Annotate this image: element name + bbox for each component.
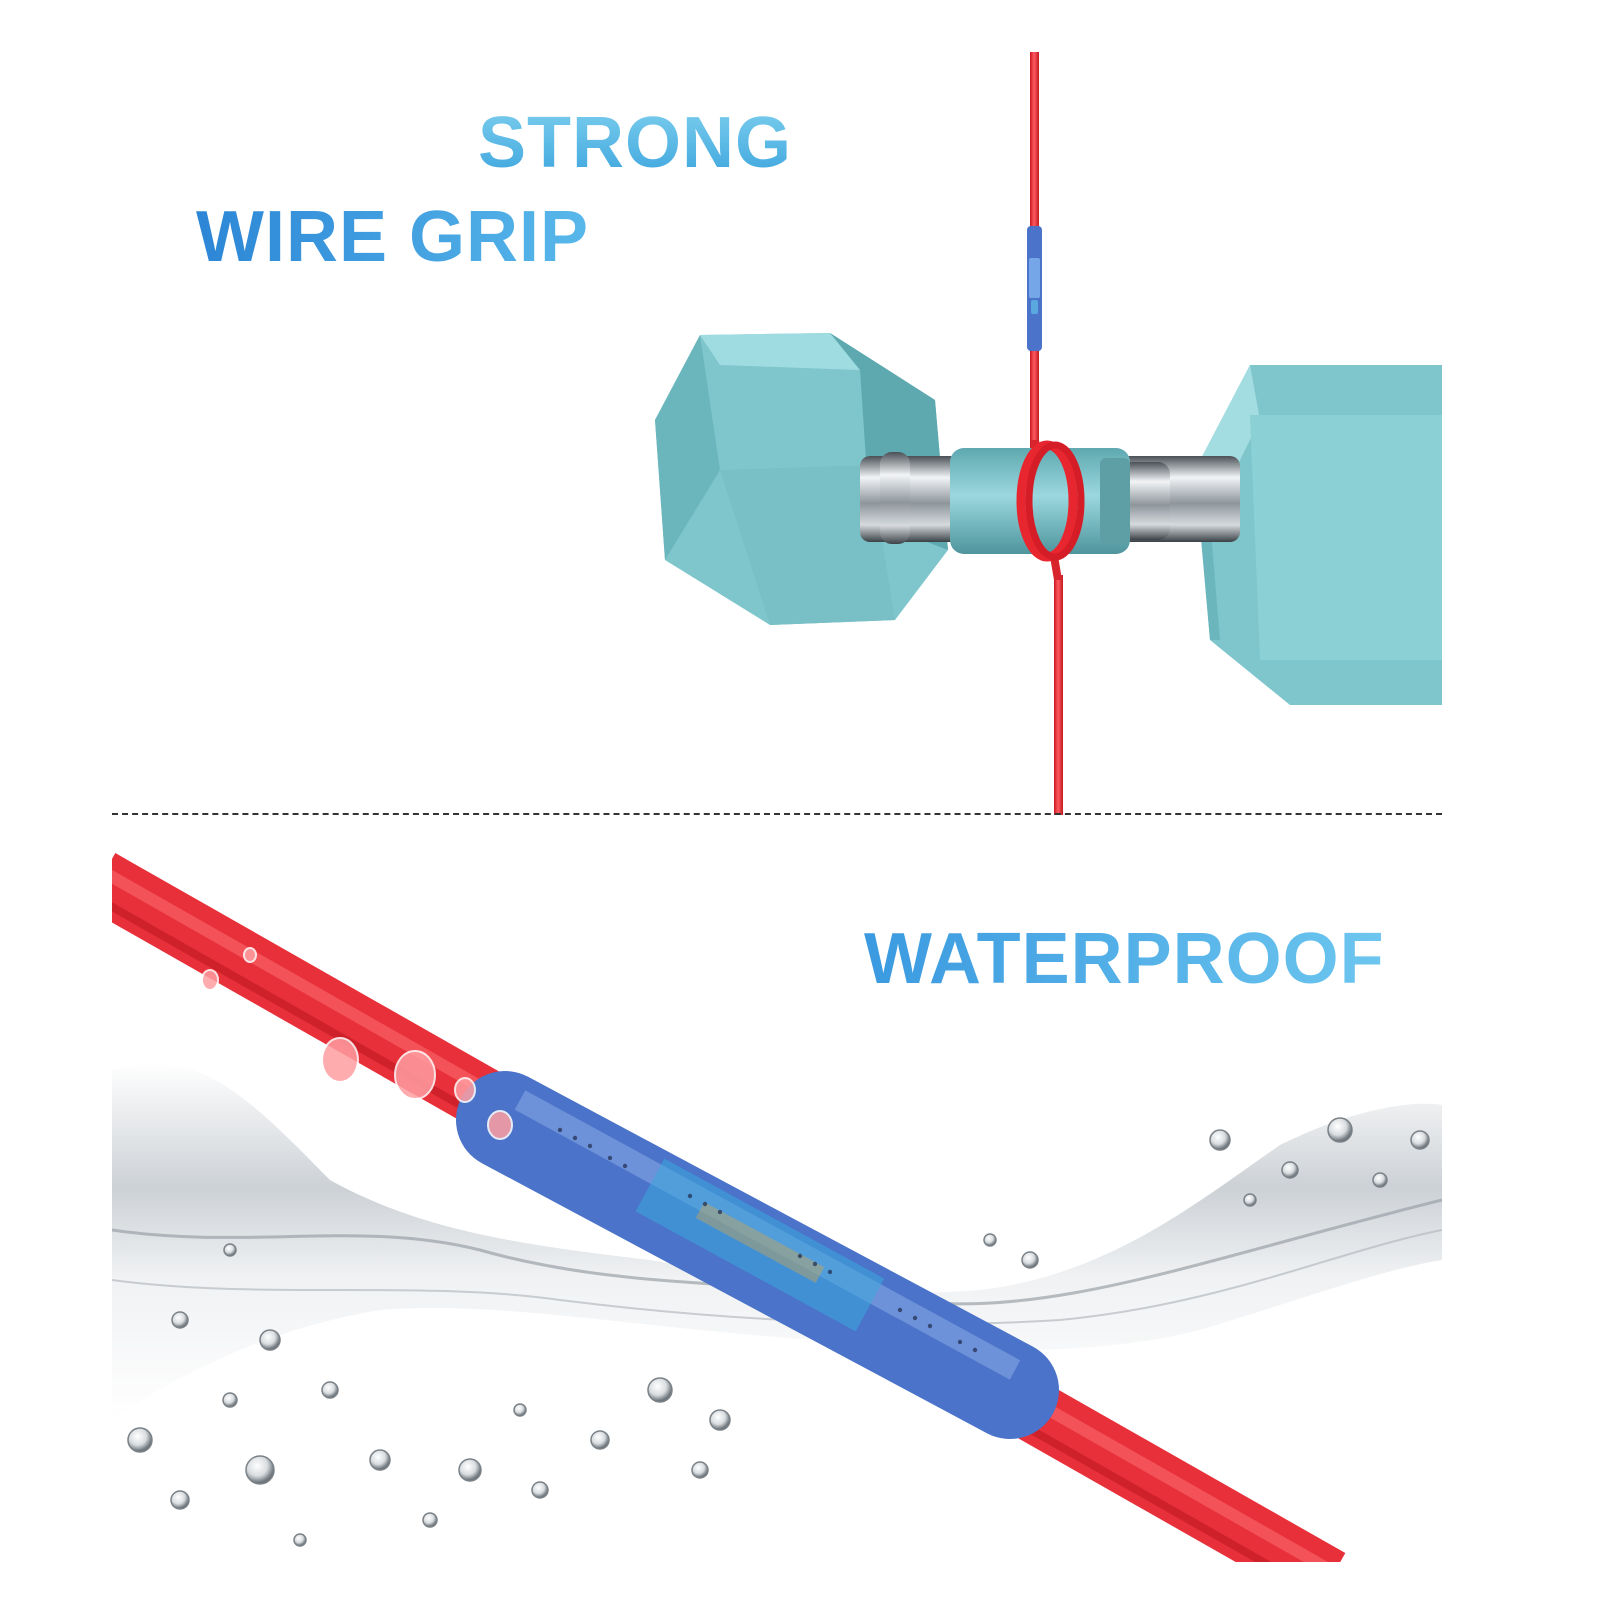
wire-lower (1054, 575, 1063, 815)
water-droplets (201, 947, 513, 1140)
water-bubbles (127, 1117, 1430, 1547)
heat-shrink-connector (456, 1071, 1059, 1439)
headline-wire-grip: WIRE GRIP (196, 197, 590, 277)
headline-strong: STRONG (478, 103, 793, 183)
section-divider (112, 813, 1442, 815)
headline-waterproof: WATERPROOF (864, 919, 1385, 999)
right-weight (1195, 365, 1442, 705)
water-splash (112, 1062, 1442, 1420)
